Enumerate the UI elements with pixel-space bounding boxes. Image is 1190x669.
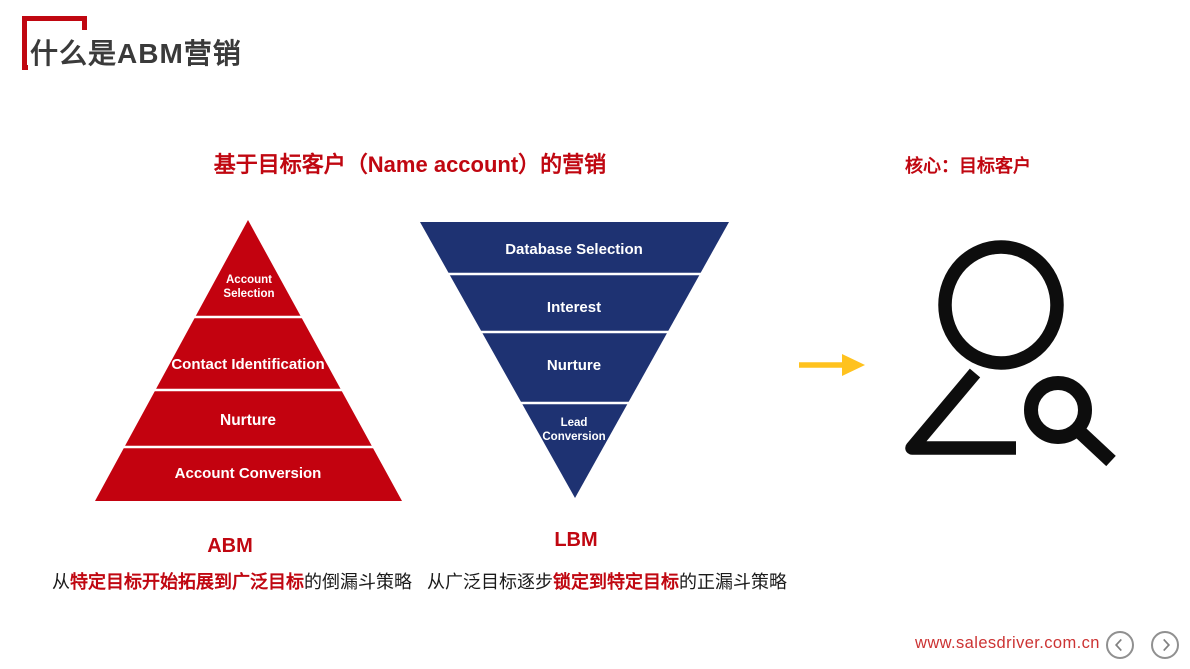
magnifier-glass <box>1024 376 1092 444</box>
core-label: 核心：目标客户 <box>905 156 1031 176</box>
lbm-caption-post: 的正漏斗策略 <box>679 572 787 592</box>
slide-subtitle: 基于目标客户（Name account）的营销 <box>213 152 607 177</box>
abm-layer-label-2: Contact Identification <box>171 356 325 373</box>
abm-layer-label-4: Account Conversion <box>174 465 322 482</box>
abm-caption-post: 的倒漏斗策略 <box>304 572 412 592</box>
abm-layer-label-1: Account Selection <box>223 274 275 300</box>
lbm-layer-label-1: Database Selection <box>505 241 643 258</box>
website-url: www.salesdriver.com.cn <box>915 634 1100 652</box>
abm-funnel <box>88 220 410 501</box>
lbm-caption-pre: 从广泛目标逐步 <box>427 572 553 592</box>
chevron-left-icon <box>1114 638 1122 652</box>
person-search-icon <box>905 240 1116 467</box>
lbm-caption: 从广泛目标逐步锁定到特定目标的正漏斗策略 <box>427 568 787 594</box>
lbm-layer-label-4: Lead Conversion <box>542 417 606 443</box>
lbm-funnel-shape <box>420 222 729 498</box>
magnifier-handle <box>1076 427 1116 467</box>
next-button[interactable] <box>1151 631 1179 659</box>
chevron-right-icon <box>1163 638 1171 652</box>
right-arrow-icon <box>799 354 865 376</box>
abm-label: ABM <box>207 535 253 557</box>
lbm-funnel <box>418 222 732 498</box>
page-title: 什么是ABM营销 <box>28 30 250 74</box>
lbm-layer-label-3: Nurture <box>546 357 602 374</box>
prev-button[interactable] <box>1106 631 1134 659</box>
abm-funnel-shape <box>95 220 402 501</box>
person-body <box>905 368 1016 455</box>
abm-layer-label-3: Nurture <box>220 412 276 429</box>
abm-caption: 从特定目标开始拓展到广泛目标的倒漏斗策略 <box>52 568 412 594</box>
lbm-layer-label-2: Interest <box>546 299 602 316</box>
lbm-label: LBM <box>554 529 598 551</box>
abm-caption-em: 特定目标开始拓展到广泛目标 <box>70 572 304 592</box>
lbm-caption-em: 锁定到特定目标 <box>553 572 679 592</box>
abm-caption-pre: 从 <box>52 572 70 592</box>
person-head <box>938 240 1064 370</box>
